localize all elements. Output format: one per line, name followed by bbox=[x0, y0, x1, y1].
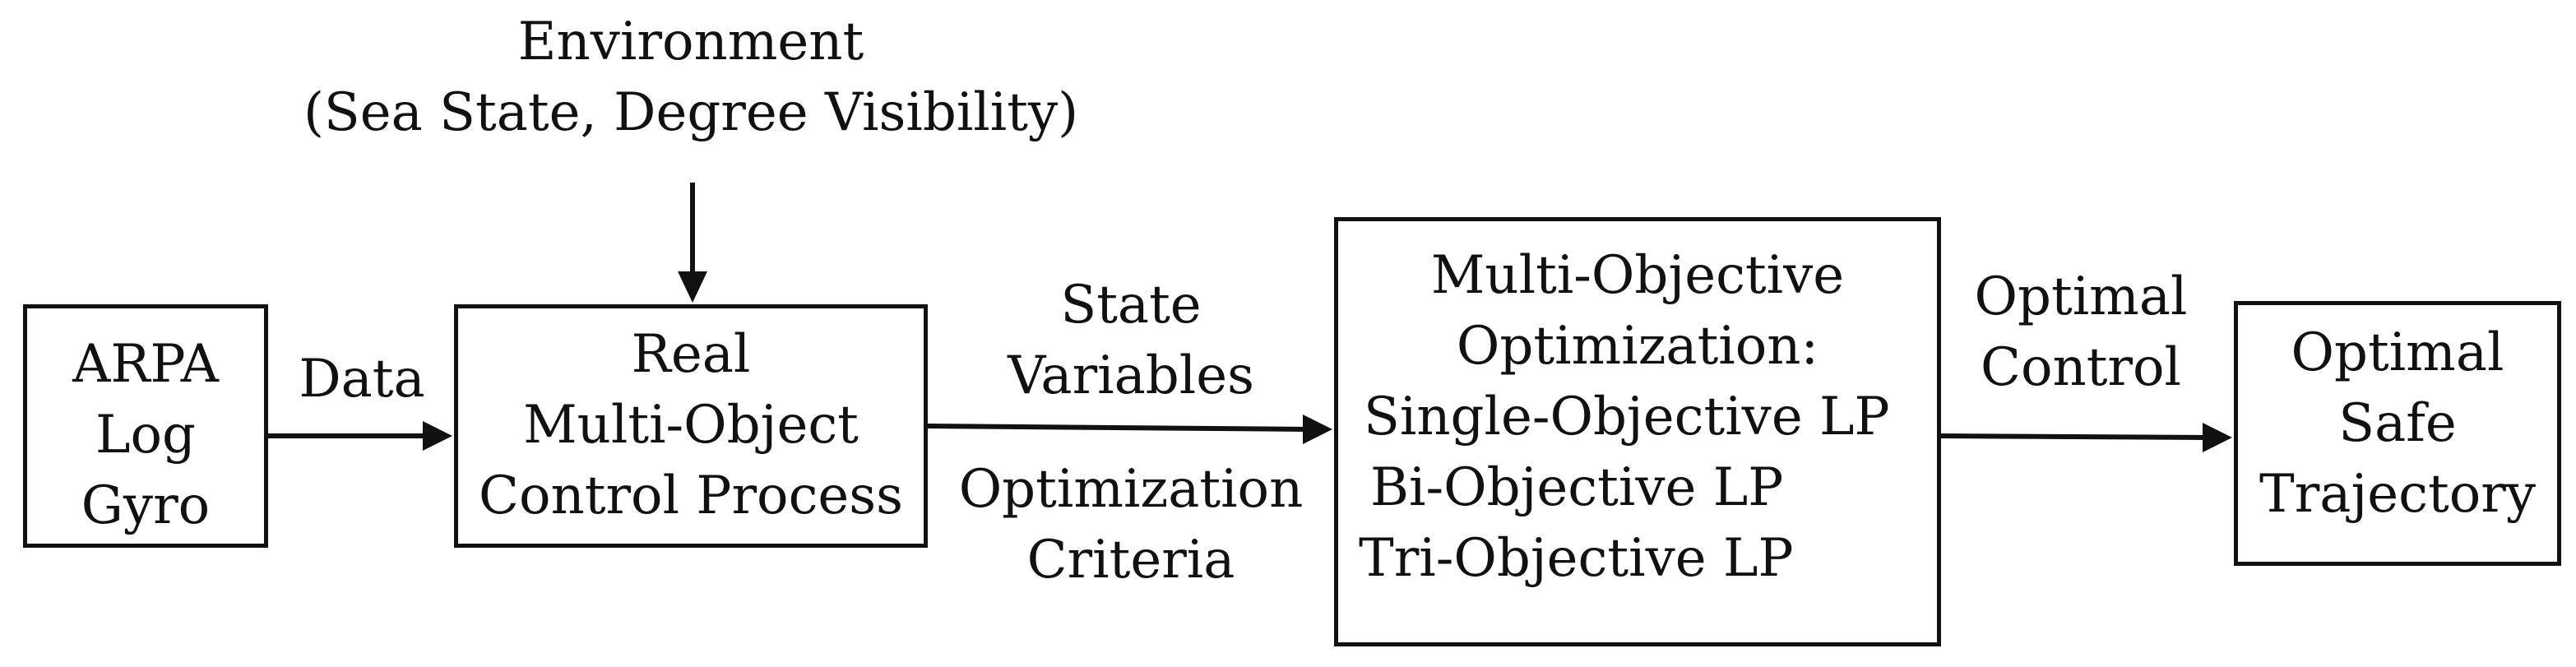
optimization-method-item: Bi-Objective LP bbox=[1370, 457, 1784, 518]
control-process-node bbox=[454, 304, 928, 548]
optimization-criteria-line: Optimization bbox=[958, 459, 1304, 520]
data-edge-label: Data bbox=[288, 344, 436, 415]
optimal-control-line: Control bbox=[1980, 337, 2182, 398]
control-process-label-line: Real bbox=[631, 324, 751, 385]
sensors-label: ARPA Log Gyro bbox=[23, 329, 268, 541]
arrow-environment-to-process bbox=[678, 183, 707, 303]
state-variables-edge-label: State Variables bbox=[929, 270, 1332, 411]
control-process-label-line: Control Process bbox=[479, 466, 903, 526]
sensors-node bbox=[23, 304, 268, 548]
output-node bbox=[2234, 301, 2561, 566]
optimization-criteria-line: Criteria bbox=[1026, 530, 1235, 591]
environment-label: Environment (Sea State, Degree Visibilit… bbox=[280, 7, 1102, 148]
state-variables-line: State bbox=[1060, 275, 1202, 336]
output-label-line: Safe bbox=[2338, 393, 2457, 454]
arrow-optimization-to-output bbox=[1940, 423, 2232, 452]
optimization-title: Multi-Objective Optimization: bbox=[1334, 240, 1941, 382]
control-process-label-line: Multi-Object bbox=[523, 395, 859, 456]
optimal-control-line: Optimal bbox=[1974, 266, 2188, 327]
output-label-line: Optimal bbox=[2291, 322, 2504, 383]
sensors-label-line: ARPA bbox=[72, 334, 219, 395]
sensors-label-line: Log bbox=[95, 405, 196, 466]
optimization-methods-list: Single-Objective LP Bi-Objective LP Tri-… bbox=[1359, 382, 1918, 594]
sensors-label-line: Gyro bbox=[81, 475, 211, 536]
output-label-line: Trajectory bbox=[2259, 464, 2536, 525]
optimization-method-item: Tri-Objective LP bbox=[1359, 528, 1794, 589]
optimal-control-edge-label: Optimal Control bbox=[1941, 262, 2221, 403]
environment-label-line: (Sea State, Degree Visibility) bbox=[303, 82, 1079, 143]
optimization-node bbox=[1334, 217, 1941, 646]
optimization-title-line: Multi-Objective bbox=[1430, 245, 1845, 306]
optimization-method-item: Single-Objective LP bbox=[1364, 387, 1890, 447]
optimization-title-line: Optimization: bbox=[1456, 316, 1819, 377]
output-label: Optimal Safe Trajectory bbox=[2234, 317, 2561, 530]
data-edge-label-text: Data bbox=[299, 349, 425, 410]
arrow-process-to-optimization bbox=[927, 415, 1332, 444]
control-process-label: Real Multi-Object Control Process bbox=[454, 319, 928, 531]
environment-label-line: Environment bbox=[517, 12, 864, 72]
arrow-sensors-to-process bbox=[268, 421, 452, 451]
state-variables-line: Variables bbox=[1008, 345, 1254, 406]
optimization-criteria-edge-label: Optimization Criteria bbox=[925, 454, 1337, 595]
